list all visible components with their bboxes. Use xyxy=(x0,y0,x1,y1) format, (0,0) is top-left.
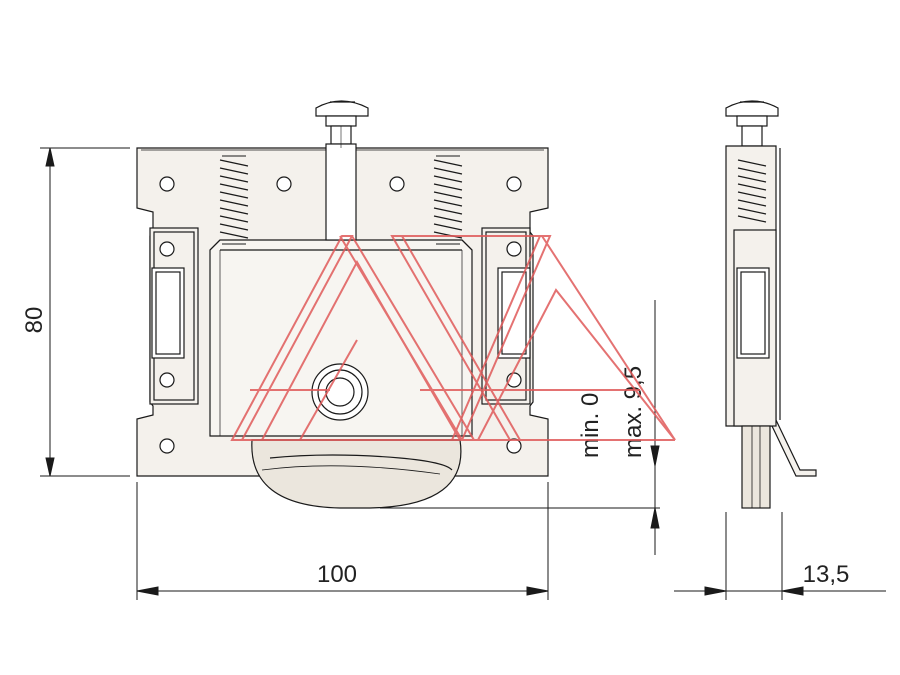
height-dimension-label: 80 xyxy=(21,307,48,334)
left-bracket xyxy=(149,227,199,405)
mounting-holes xyxy=(159,176,522,454)
max-adjust-label: max. 9,5 xyxy=(620,366,647,458)
axle xyxy=(311,363,369,421)
side-spring xyxy=(737,159,767,223)
width-dimension-label: 100 xyxy=(317,561,357,588)
adjustment-bolt xyxy=(315,100,369,241)
side-bolt xyxy=(725,100,779,147)
dimension-lines xyxy=(40,147,886,600)
wheel-housing xyxy=(209,239,473,437)
min-adjust-label: min. 0 xyxy=(577,393,604,458)
wheel xyxy=(251,439,462,509)
side-view xyxy=(725,100,817,509)
right-spring xyxy=(433,155,463,245)
front-view xyxy=(136,100,549,509)
left-spring xyxy=(219,155,249,245)
side-wheel xyxy=(741,425,771,509)
depth-dimension-label: 13,5 xyxy=(803,561,850,588)
ax-logo-icon xyxy=(230,235,676,441)
